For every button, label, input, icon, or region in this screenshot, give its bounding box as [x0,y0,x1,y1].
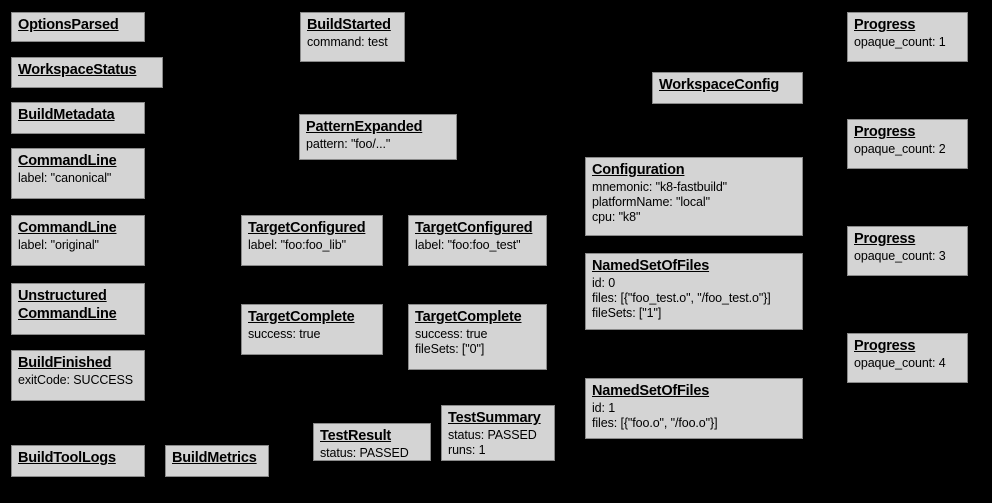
node-field: success: true [415,327,488,342]
node-field: runs: 1 [448,442,486,457]
node-field: label: "canonical" [18,171,112,186]
node-title-line: OptionsParsed [18,17,119,33]
node-field: success: true [248,327,321,342]
node-progress-4[interactable]: Progress opaque_count: 4 [847,333,968,383]
node-build-started[interactable]: BuildStarted command: test [300,12,405,62]
node-build-tool-logs[interactable]: BuildToolLogs [11,445,145,477]
node-title-line: Unstructured [18,288,107,304]
node-build-metadata[interactable]: BuildMetadata [11,102,145,134]
node-title-line: CommandLine [18,306,117,323]
node-field: opaque_count: 2 [854,142,946,157]
node-field: status: PASSED [320,446,409,461]
node-title-line: Progress [854,124,916,140]
node-progress-1[interactable]: Progress opaque_count: 1 [847,12,968,62]
node-field: opaque_count: 4 [854,356,946,371]
node-field: mnemonic: "k8-fastbuild" [592,180,728,195]
node-test-result[interactable]: TestResult status: PASSED [313,423,431,461]
node-field: id: 1 [592,401,616,416]
node-build-metrics[interactable]: BuildMetrics [165,445,269,477]
node-target-configured-foo-lib[interactable]: TargetConfigured label: "foo:foo_lib" [241,215,383,266]
node-field: opaque_count: 1 [854,35,946,50]
node-title-line: Configuration [592,162,685,178]
node-title-line: NamedSetOfFiles [592,258,710,274]
node-title-line: BuildMetadata [18,107,115,123]
node-title-line: BuildFinished [18,355,112,371]
node-field: pattern: "foo/..." [306,137,391,152]
node-field: label: "original" [18,238,99,253]
node-field: id: 0 [592,276,616,291]
node-target-complete-lib[interactable]: TargetComplete success: true [241,304,383,355]
node-title-line: CommandLine [18,153,117,169]
node-field: files: [{"foo.o", "/foo.o"}] [592,415,718,430]
node-title-line: NamedSetOfFiles [592,383,710,399]
node-field: fileSets: ["0"] [415,341,485,356]
node-field: platformName: "local" [592,194,710,209]
node-title-line: TargetComplete [248,309,355,325]
node-field: cpu: "k8" [592,209,641,224]
node-target-configured-foo-test[interactable]: TargetConfigured label: "foo:foo_test" [408,215,547,266]
node-title-line: WorkspaceStatus [18,62,137,78]
node-configuration[interactable]: Configuration mnemonic: "k8-fastbuild"pla… [585,157,803,236]
node-command-line-canonical[interactable]: CommandLine label: "canonical" [11,148,145,199]
node-field: command: test [307,35,388,50]
node-field: label: "foo:foo_test" [415,238,521,253]
node-field: status: PASSED [448,428,537,443]
node-field: exitCode: SUCCESS [18,373,134,388]
node-progress-2[interactable]: Progress opaque_count: 2 [847,119,968,169]
node-title-line: WorkspaceConfig [659,77,780,93]
node-progress-3[interactable]: Progress opaque_count: 3 [847,226,968,276]
node-title-line: BuildStarted [307,17,391,33]
node-field: fileSets: ["1"] [592,305,662,320]
node-title-line: Progress [854,338,916,354]
node-workspace-config[interactable]: WorkspaceConfig [652,72,803,104]
node-title-line: BuildToolLogs [18,450,116,466]
node-title-line: TestSummary [448,410,541,426]
node-title-line: CommandLine [18,220,117,236]
node-title-line: BuildMetrics [172,450,257,466]
node-workspace-status[interactable]: WorkspaceStatus [11,57,163,88]
node-pattern-expanded[interactable]: PatternExpanded pattern: "foo/..." [299,114,457,160]
node-title-line: Progress [854,17,916,33]
node-options-parsed[interactable]: OptionsParsed [11,12,145,42]
node-title-line: TargetComplete [415,309,522,325]
node-build-finished[interactable]: BuildFinished exitCode: SUCCESS [11,350,145,401]
node-field: opaque_count: 3 [854,249,946,264]
node-field: files: [{"foo_test.o", "/foo_test.o"}] [592,290,771,305]
node-title-line: PatternExpanded [306,119,423,135]
node-title-line: TestResult [320,428,392,444]
node-command-line-original[interactable]: CommandLine label: "original" [11,215,145,266]
node-field: label: "foo:foo_lib" [248,238,346,253]
node-title-line: Progress [854,231,916,247]
node-title-line: TargetConfigured [248,220,366,236]
node-title-line: TargetConfigured [415,220,533,236]
